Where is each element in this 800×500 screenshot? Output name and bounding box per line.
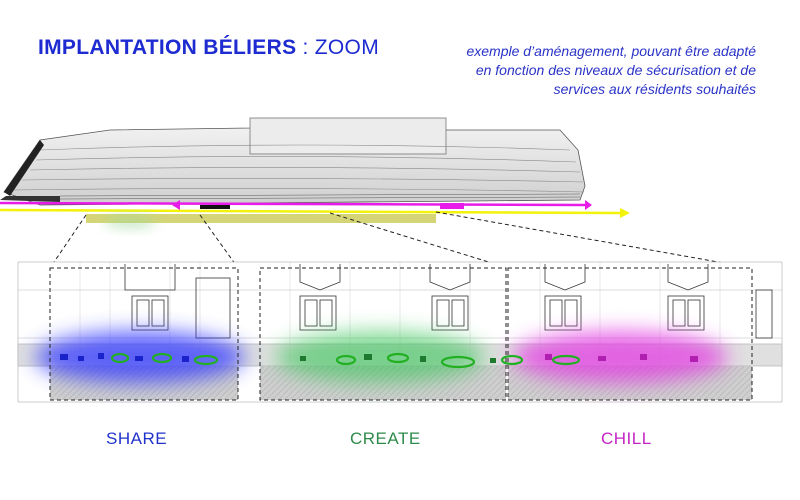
- platform-equipment: [200, 205, 230, 209]
- zone-label-chill: CHILL: [601, 429, 652, 449]
- yellow-arrow-head: [620, 208, 630, 218]
- station-roof-3d: [0, 117, 586, 206]
- magenta-arrow-head-right: [585, 200, 592, 210]
- magenta-arrow-head-left: [172, 200, 180, 210]
- magenta-marker: [440, 203, 464, 209]
- layout-note-line-2: en fonction des niveaux de sécurisation …: [475, 62, 756, 78]
- floor-plans: [17, 261, 783, 403]
- layout-note-line-1: exemple d’aménagement, pouvant être adap…: [466, 43, 756, 59]
- create-zone-glow: [275, 331, 485, 383]
- zone-label-share: SHARE: [106, 429, 167, 449]
- layout-note: exemple d’aménagement, pouvant être adap…: [426, 42, 756, 99]
- zone-label-create-text: CREATE: [350, 429, 421, 448]
- chill-zone-glow: [512, 331, 728, 383]
- platform-zone: [86, 214, 436, 223]
- zone-label-create: CREATE: [350, 429, 421, 449]
- page-title: IMPLANTATION BÉLIERS : ZOOM: [38, 36, 379, 60]
- title-zoom: ZOOM: [314, 36, 379, 59]
- circulation-routes: [0, 200, 630, 228]
- zone-label-chill-text: CHILL: [601, 429, 652, 448]
- yellow-route: [0, 208, 621, 215]
- title-separator: :: [296, 36, 315, 59]
- title-main: IMPLANTATION BÉLIERS: [38, 36, 297, 59]
- platform-glow: [104, 216, 156, 228]
- magenta-route: [0, 201, 586, 207]
- zoom-guides: [49, 211, 753, 269]
- layout-note-line-3: services aux résidents souhaités: [553, 81, 756, 97]
- zone-label-share-text: SHARE: [106, 429, 168, 448]
